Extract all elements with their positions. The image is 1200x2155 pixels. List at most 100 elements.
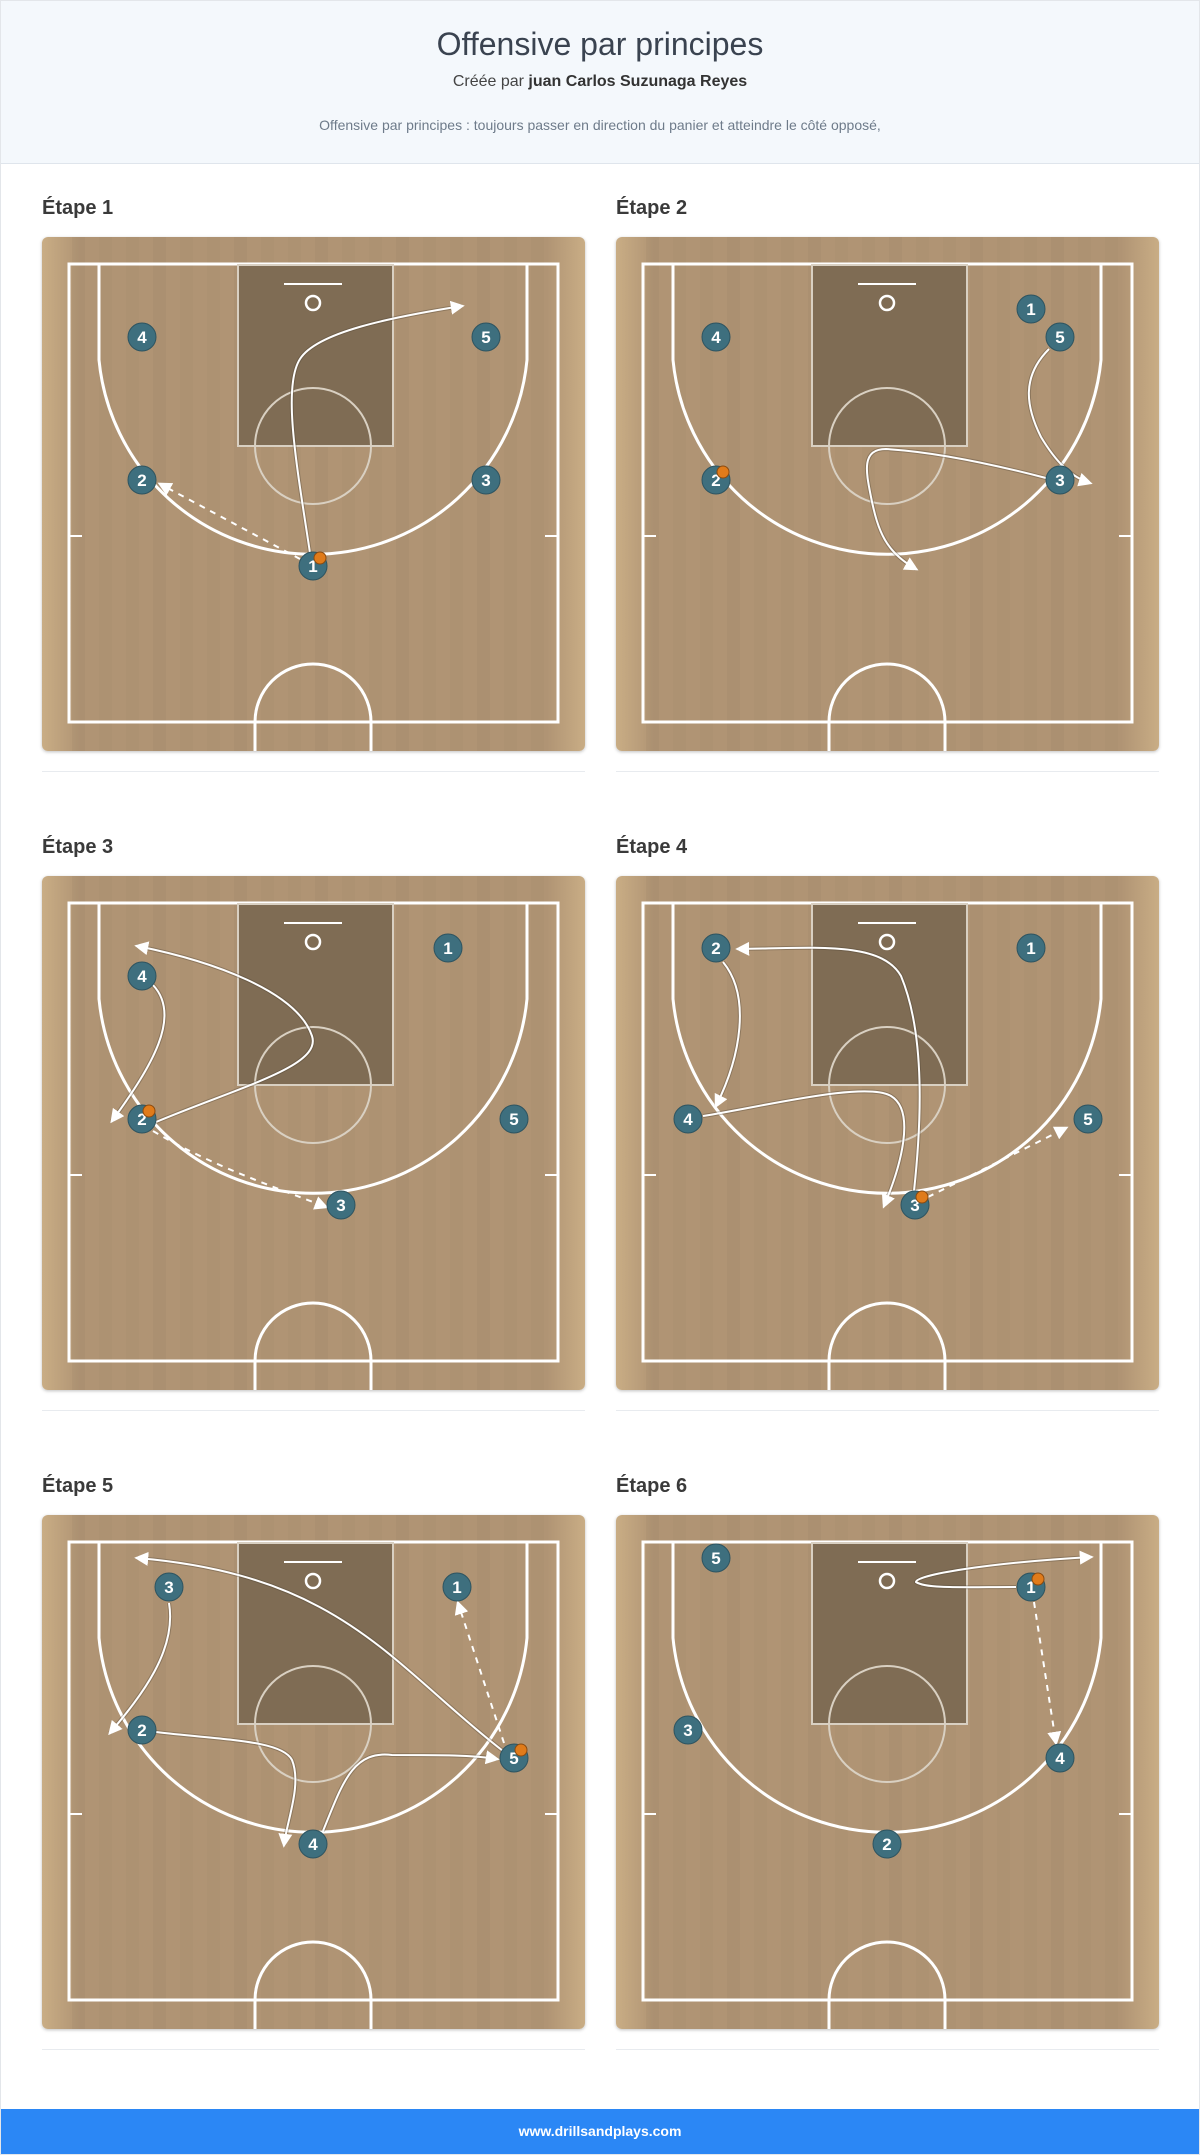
paint-lines [237, 903, 394, 1086]
player-4[interactable]: 4 [673, 1104, 703, 1134]
player-2[interactable]: 2 [127, 465, 157, 495]
player-number: 2 [711, 471, 720, 490]
cut-path [735, 941, 921, 1192]
wood-strip [1105, 237, 1118, 751]
hoop [878, 1572, 896, 1590]
three-point-arc [97, 904, 529, 1195]
footer-site-link[interactable]: www.drillsandplays.com [518, 2123, 682, 2139]
court-svg: 2 1 4 5 3 [616, 876, 1159, 1390]
player-3[interactable]: 3 [900, 1190, 930, 1220]
player-number: 4 [683, 1110, 693, 1129]
wood-strip [396, 1515, 409, 2029]
ball-icon [514, 1743, 528, 1757]
player-5[interactable]: 5 [499, 1743, 529, 1773]
step-title: Étape 4 [616, 836, 688, 858]
page-title: Offensive par principes [436, 26, 764, 62]
free-throw-circle [254, 1665, 372, 1783]
player-5[interactable]: 5 [1045, 322, 1075, 352]
player-2[interactable]: 2 [701, 465, 731, 495]
wood-strip [126, 237, 139, 751]
center-circle [253, 1940, 373, 2029]
player-3[interactable]: 3 [326, 1190, 356, 1220]
player-5[interactable]: 5 [1073, 1104, 1103, 1134]
cut-path [155, 1731, 297, 1848]
player-4[interactable]: 4 [701, 322, 731, 352]
paint-lines [237, 264, 394, 447]
player-number: 5 [509, 1749, 518, 1768]
ball-icon [313, 551, 327, 565]
player-number: 1 [308, 557, 317, 576]
ball-icon [1031, 1572, 1045, 1586]
player-number: 3 [481, 471, 490, 490]
player-number: 5 [711, 1549, 720, 1568]
center-circle [827, 662, 947, 751]
player-5[interactable]: 5 [701, 1543, 731, 1573]
player-2[interactable]: 2 [127, 1104, 157, 1134]
player-1[interactable]: 1 [1016, 933, 1046, 963]
player-1[interactable]: 1 [433, 933, 463, 963]
step-title: Étape 1 [42, 197, 114, 219]
step-divider [42, 2049, 585, 2050]
wood-strip [531, 237, 544, 751]
player-number: 4 [137, 328, 147, 347]
free-throw-circle [828, 387, 946, 505]
pass-path [454, 1600, 505, 1744]
free-throw-circle [828, 1026, 946, 1144]
player-4[interactable]: 4 [127, 961, 157, 991]
paint-lines [811, 903, 968, 1086]
ball-icon [915, 1190, 929, 1204]
step-title: Étape 2 [616, 197, 688, 219]
player-number: 5 [509, 1110, 518, 1129]
player-number: 4 [1055, 1749, 1065, 1768]
cut-path [322, 1750, 500, 1832]
player-3[interactable]: 3 [154, 1572, 184, 1602]
wood-strip [477, 876, 490, 1390]
step-divider [616, 1410, 1159, 1411]
player-marker [673, 1104, 703, 1134]
court-svg: 4 5 2 3 1 [42, 237, 585, 751]
player-marker [499, 1104, 529, 1134]
player-number: 1 [452, 1578, 461, 1597]
court-diagram: 1 4 2 5 3 [42, 876, 585, 1390]
wood-strip [423, 1515, 436, 2029]
player-marker [127, 1715, 157, 1745]
court-diagram: 5 1 3 4 2 [616, 1515, 1159, 2029]
player-2[interactable]: 2 [127, 1715, 157, 1745]
wood-strip [531, 1515, 544, 2029]
player-5[interactable]: 5 [499, 1104, 529, 1134]
player-marker [1045, 322, 1075, 352]
player-4[interactable]: 4 [1045, 1743, 1075, 1773]
player-1[interactable]: 1 [298, 551, 328, 581]
player-3[interactable]: 3 [471, 465, 501, 495]
player-1[interactable]: 1 [1016, 294, 1046, 324]
player-number: 2 [711, 939, 720, 958]
footer[interactable]: www.drillsandplays.com [1, 2109, 1199, 2154]
wood-strip [646, 876, 659, 1390]
player-1[interactable]: 1 [1016, 1572, 1046, 1602]
player-marker [701, 322, 731, 352]
player-number: 3 [164, 1578, 173, 1597]
wood-strip [781, 876, 794, 1390]
player-number: 3 [910, 1196, 919, 1215]
player-number: 1 [1026, 939, 1035, 958]
player-1[interactable]: 1 [442, 1572, 472, 1602]
court-svg: 4 15 2 3 [616, 237, 1159, 751]
player-2[interactable]: 2 [872, 1829, 902, 1859]
player-4[interactable]: 4 [298, 1829, 328, 1859]
player-number: 2 [137, 1110, 146, 1129]
paint-lines [811, 264, 968, 447]
player-2[interactable]: 2 [701, 933, 731, 963]
player-3[interactable]: 3 [673, 1715, 703, 1745]
wood-strip [99, 876, 112, 1390]
wood-strip [673, 1515, 686, 2029]
player-5[interactable]: 5 [471, 322, 501, 352]
wood-strip [504, 237, 517, 751]
hoop [304, 1572, 322, 1590]
wood-strip [700, 237, 713, 751]
player-marker [673, 1715, 703, 1745]
wood-strip [1078, 237, 1091, 751]
player-4[interactable]: 4 [127, 322, 157, 352]
player-3[interactable]: 3 [1045, 465, 1075, 495]
wood-strip [72, 237, 85, 751]
